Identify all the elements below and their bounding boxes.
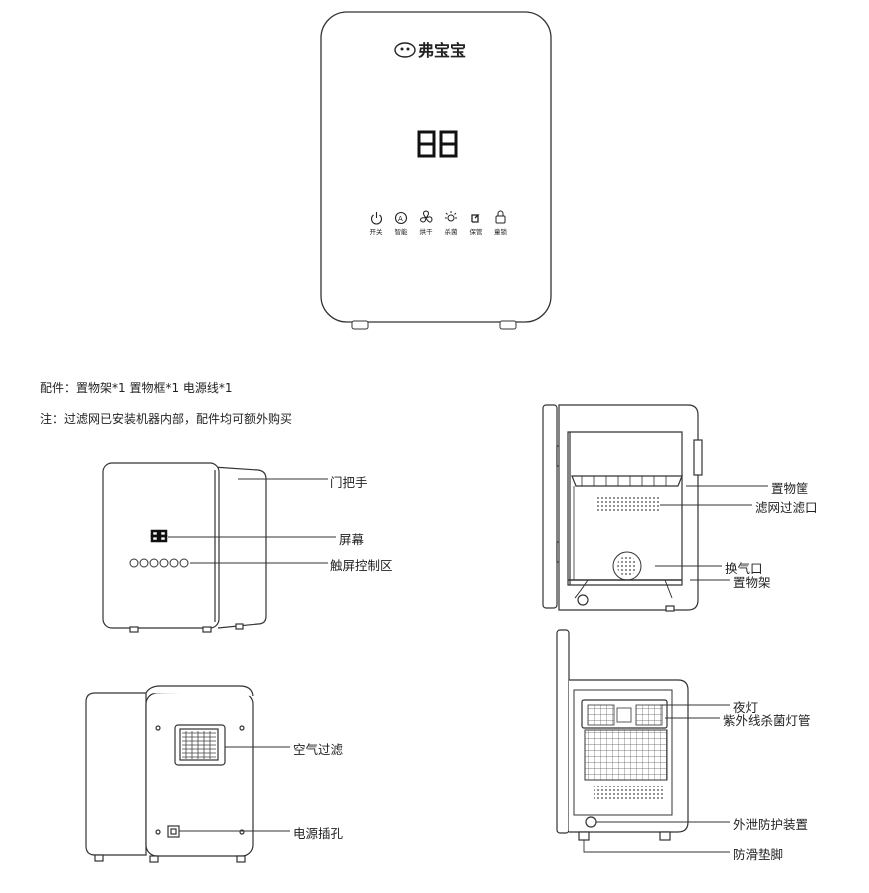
vent-icon [612,551,642,581]
button-label-smart: 智能 [395,227,409,236]
front-angle-leaders [168,478,336,564]
label-shelf: 置物架 [733,575,771,590]
front-angle-view [102,462,267,633]
segment-display-icon [417,130,458,158]
label-filter-port: 滤网过滤口 [755,500,818,515]
sterilize-icon [445,211,457,222]
power-icon [371,212,382,225]
label-vent: 换气口 [725,561,763,576]
label-night-light: 夜灯 [733,700,759,715]
button-label-lock: 童锁 [494,227,508,236]
fan-icon [420,210,433,223]
front-panel: 弗宝宝 A 开关 [320,11,552,330]
filter-note: 注：过滤网已安装机器内部，配件均可额外购买 [40,412,293,426]
back-angle-view [85,685,254,863]
touch-buttons-icon [129,558,189,568]
label-power-socket: 电源插孔 [293,826,344,841]
accessories-note: 配件：置物架*1 置物框*1 电源线*1 [40,381,233,395]
brand-name: 弗宝宝 [418,41,466,60]
open-view-upper-leaders [655,485,768,581]
storage-icon [471,214,480,223]
air-filter-icon [174,724,226,766]
label-leak-guard: 外泄防护装置 [733,817,809,832]
label-screen: 屏幕 [339,532,365,547]
open-view-upper [542,404,703,612]
filter-port-icon [595,496,660,512]
open-view-lower [556,629,689,841]
label-anti-slip-pad: 防滑垫脚 [733,847,784,862]
svg-text:A: A [398,215,403,223]
label-basket: 置物筐 [771,481,809,496]
screen-icon [150,529,168,543]
child-lock-icon [495,210,506,224]
button-label-dry: 烘干 [420,227,434,236]
button-label-sterilize: 杀菌 [445,227,459,236]
back-angle-leaders [179,746,290,832]
label-uv-lamp: 紫外线杀菌灯管 [723,713,811,728]
label-touch-area: 触屏控制区 [330,558,393,573]
brand-logo-icon [394,42,416,58]
button-label-power: 开关 [370,227,384,236]
label-door-handle: 门把手 [330,475,368,490]
smart-icon: A [394,211,408,225]
open-view-lower-leaders [583,704,730,853]
button-label-storage: 保管 [470,227,484,236]
label-air-filter: 空气过滤 [293,742,344,757]
power-socket-icon [167,825,180,838]
